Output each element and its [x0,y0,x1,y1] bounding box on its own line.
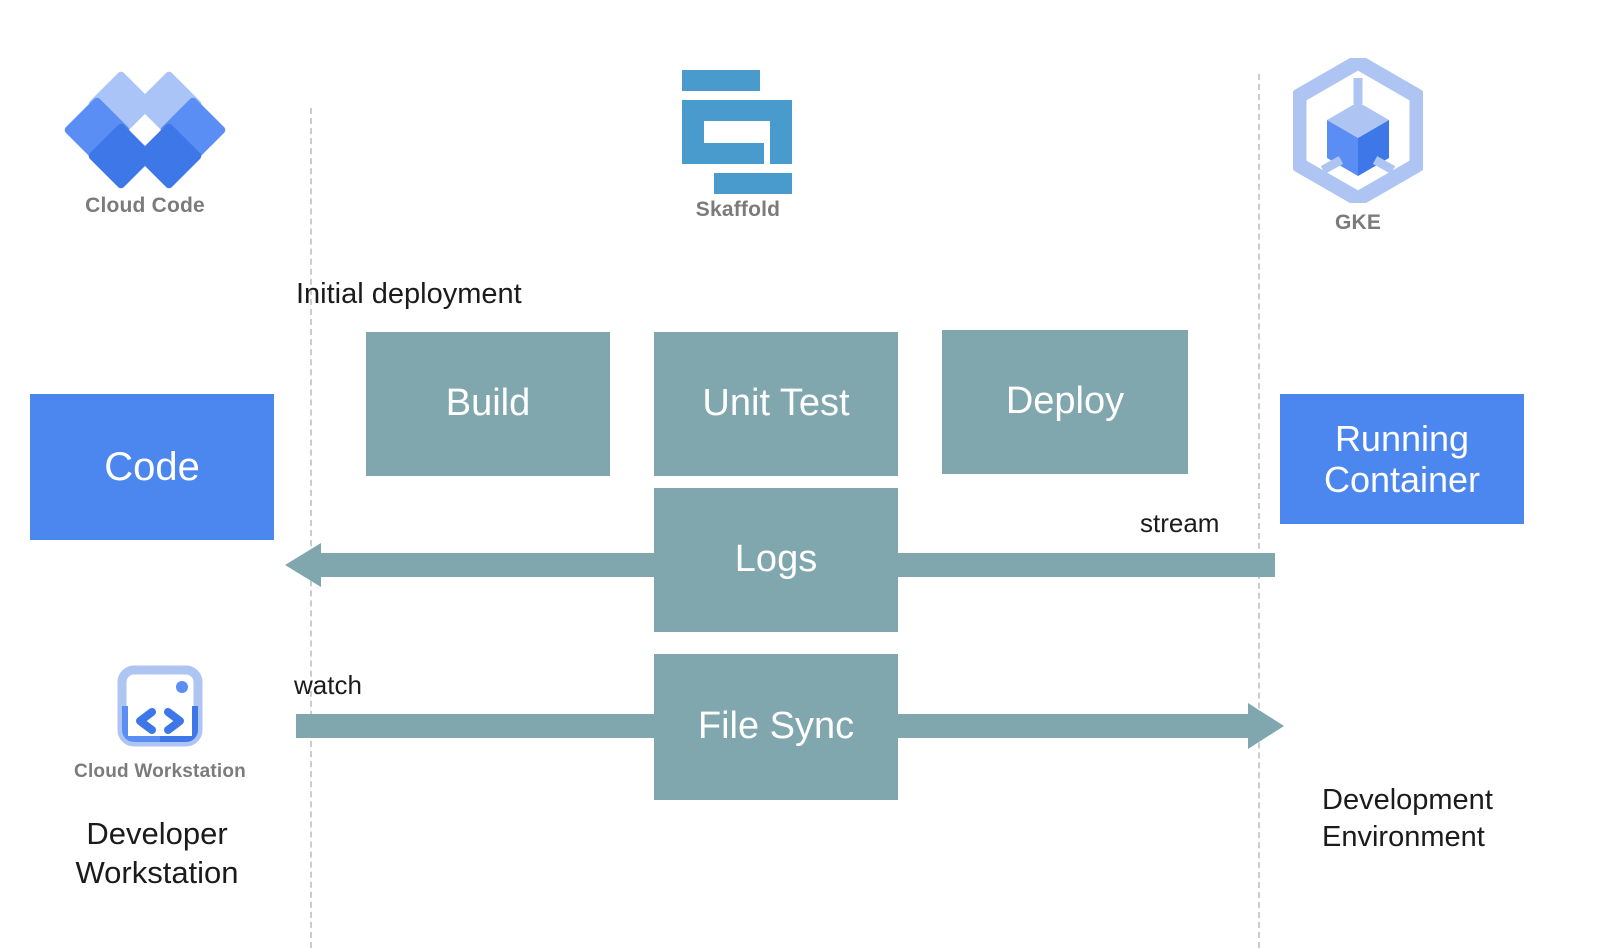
cloud-code-logo-block: Cloud Code [30,70,260,218]
developer-workstation-label: Developer Workstation [52,814,262,892]
development-environment-label: Development Environment [1322,782,1572,856]
gke-hexagon-cube-icon [1291,54,1425,207]
stream-label: stream [1140,508,1220,538]
logs-box-label: Logs [734,538,818,581]
file-sync-box-label: File Sync [697,705,855,748]
boundary-line-right [1258,74,1260,948]
cloud-workstation-logo-block: Cloud Workstation [35,660,285,783]
unit-test-box-label: Unit Test [702,382,850,425]
deploy-box[interactable]: Deploy [942,330,1188,474]
file-sync-box[interactable]: File Sync [654,654,898,800]
code-box[interactable]: Code [30,394,274,540]
gke-caption: GKE [1334,211,1382,234]
logs-box[interactable]: Logs [654,488,898,632]
build-box-label: Build [445,382,531,425]
skaffold-caption: Skaffold [695,198,781,221]
development-environment-line-2: Environment [1322,821,1485,854]
cloud-workstation-caption: Cloud Workstation [74,761,246,782]
cloud-code-caption: Cloud Code [85,194,205,217]
skaffold-logo-block: Skaffold [628,70,848,222]
deploy-box-label: Deploy [1005,380,1125,423]
running-container-box[interactable]: Running Container [1280,394,1524,524]
skaffold-s-blocks-icon [678,70,798,194]
cloud-workstation-window-icon [35,660,285,757]
watch-label: watch [294,670,362,700]
running-container-line-2: Container [1323,459,1481,500]
developer-workstation-line-2: Workstation [75,855,239,891]
initial-deployment-label: Initial deployment [296,278,522,310]
boundary-line-left [310,108,312,948]
running-container-line-1: Running [1334,417,1470,459]
gke-logo-block: GKE [1258,54,1458,235]
running-container-box-label: Running Container [1324,418,1480,501]
development-environment-line-1: Development [1322,784,1493,816]
unit-test-box[interactable]: Unit Test [654,332,898,476]
code-box-label: Code [104,445,200,489]
cloud-code-diamonds-icon [63,70,227,190]
build-box[interactable]: Build [366,332,610,476]
developer-workstation-line-1: Developer [86,816,228,851]
